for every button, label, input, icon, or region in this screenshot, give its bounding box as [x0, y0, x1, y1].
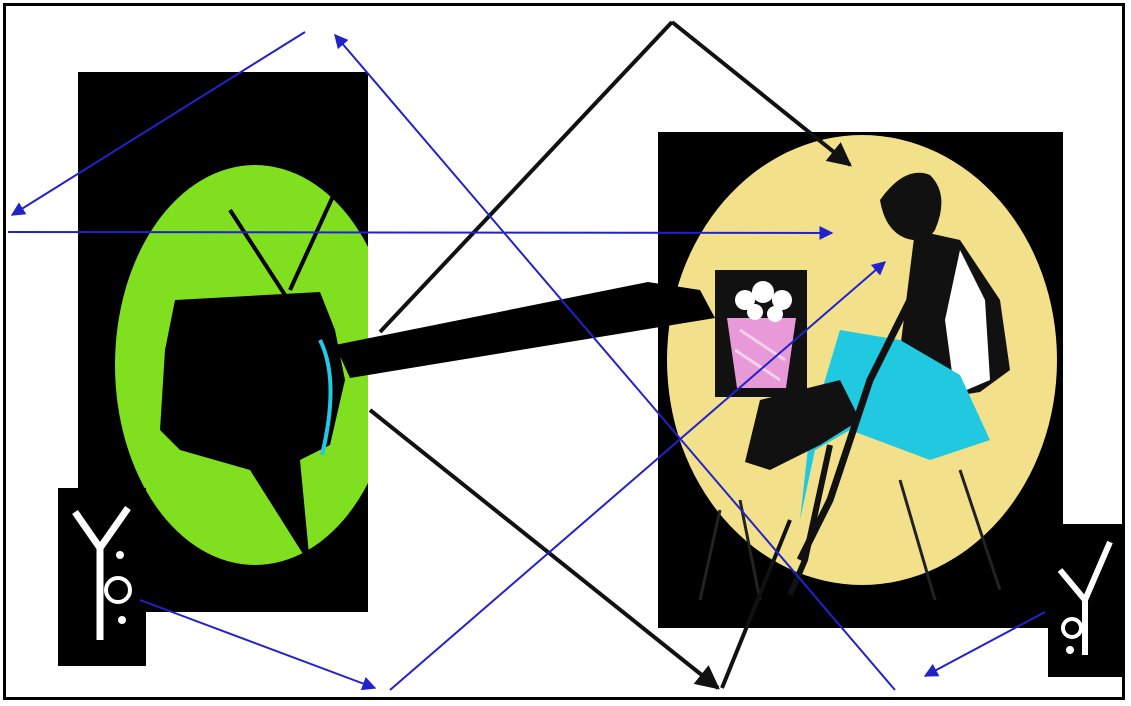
- blue-arrow-left-antenna-out: [140, 600, 375, 688]
- viewer-panel: [658, 132, 1063, 628]
- antenna-symbol-right: [1048, 524, 1123, 677]
- popcorn-box-icon: [715, 270, 807, 397]
- blue-arrow-horizontal: [8, 232, 832, 233]
- antenna-symbol-left: [58, 488, 146, 666]
